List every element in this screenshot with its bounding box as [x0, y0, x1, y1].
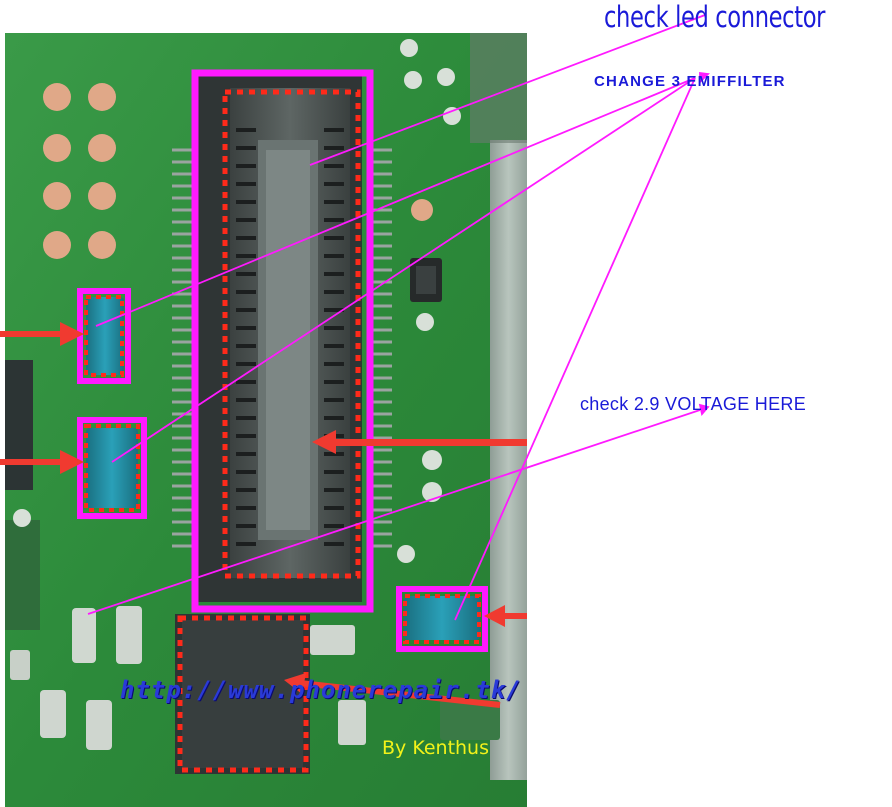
emi-filters [86, 297, 480, 640]
solder-pads [13, 39, 461, 563]
connector-pins [172, 148, 392, 548]
ic-highlight [177, 615, 309, 773]
emi-filter-3-highlight [396, 586, 488, 652]
change-emi-filter-label: CHANGE 3 EMIFFILTER [594, 73, 786, 90]
emi-filter-2-highlight [77, 417, 147, 519]
check-led-connector-label: check led connector [604, 0, 826, 34]
led-connector [198, 76, 362, 602]
ic-chip [175, 614, 310, 774]
red-arrows [0, 322, 527, 708]
pointer-lines [87, 14, 710, 621]
connector-highlight [191, 69, 374, 613]
author-credit: By Kenthus [382, 737, 489, 759]
website-watermark: http://www.phonerepair.tk/ [120, 676, 522, 704]
smd-components [10, 258, 500, 750]
check-voltage-label: check 2.9 VOLTAGE HERE [580, 394, 807, 414]
